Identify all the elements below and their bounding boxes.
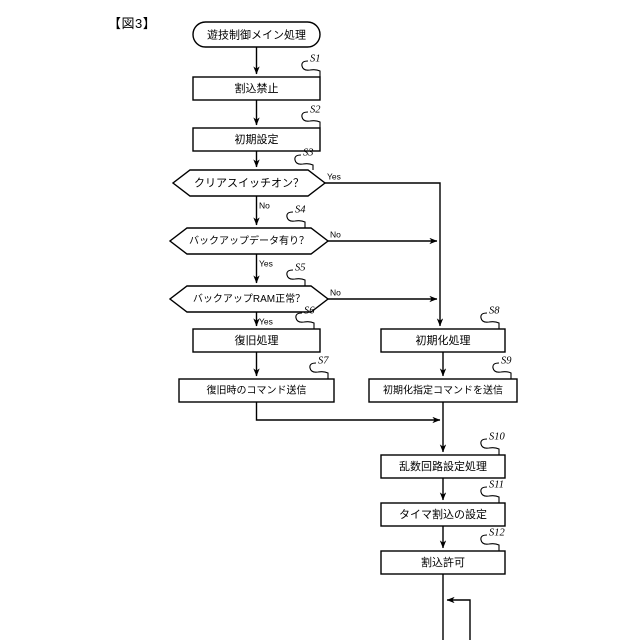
start-terminal-label: 遊技制御メイン処理	[207, 27, 306, 41]
s12-step-number: S12	[489, 527, 506, 538]
s9-leader-line	[492, 362, 512, 379]
figure-number-label: 【図3】	[108, 16, 157, 31]
s10-step-number: S10	[489, 431, 506, 442]
node-s11: タイマ割込の設定	[380, 502, 506, 527]
s3-no-edge-label: No	[259, 200, 270, 210]
s11-leader-line	[480, 486, 500, 503]
s9-step-number: S9	[501, 355, 512, 366]
connector-loop-back	[446, 596, 471, 640]
node-s4: バックアップデータ有り？	[168, 227, 330, 255]
s3-label: クリアスイッチオン？	[194, 176, 304, 189]
node-s6: 復旧処理	[192, 328, 321, 353]
s11-step-number: S11	[489, 479, 504, 490]
s4-label: バックアップデータ有り？	[189, 234, 309, 247]
s7-leader-line	[309, 362, 329, 379]
s3-decision-shape	[171, 169, 327, 197]
s10-leader-line	[480, 438, 500, 455]
s4-yes-edge-label: Yes	[259, 258, 273, 268]
s9-label: 初期化指定コマンドを送信	[383, 384, 503, 397]
s8-leader-line	[480, 312, 500, 329]
s5-decision-shape	[168, 285, 330, 313]
node-s1: 割込禁止	[192, 76, 321, 101]
node-s9: 初期化指定コマンドを送信	[368, 378, 518, 403]
s7-step-number: S7	[318, 355, 329, 366]
s5-step-number: S5	[295, 262, 306, 273]
node-s8: 初期化処理	[380, 328, 506, 353]
s4-decision-shape	[168, 227, 330, 255]
s10-label: 乱数回路設定処理	[399, 459, 487, 473]
s4-no-edge-label: No	[330, 229, 341, 239]
s6-leader-line	[295, 312, 315, 329]
node-start: 遊技制御メイン処理	[192, 21, 321, 48]
s4-step-number: S4	[295, 204, 306, 215]
s11-label: タイマ割込の設定	[399, 507, 487, 521]
s12-label: 割込許可	[421, 555, 465, 569]
s7-label: 復旧時のコマンド送信	[207, 384, 307, 397]
s8-step-number: S8	[489, 305, 500, 316]
s2-leader-line	[301, 111, 321, 128]
s3-step-number: S3	[303, 147, 314, 158]
s2-step-number: S2	[310, 104, 321, 115]
s3-leader-line	[294, 154, 314, 170]
s5-no-edge-label: No	[330, 287, 341, 297]
node-s5: バックアップRAM正常？	[168, 285, 330, 313]
connector-s7-to-main-trunk	[255, 402, 441, 424]
s4-leader-line	[286, 211, 306, 228]
s5-leader-line	[286, 269, 306, 286]
s1-step-number: S1	[310, 53, 321, 64]
s6-label: 復旧処理	[235, 334, 279, 347]
connector-s3-yes-to-trunk	[325, 182, 444, 327]
s12-leader-line	[480, 534, 500, 551]
s2-label: 初期設定	[235, 132, 279, 146]
node-s10: 乱数回路設定処理	[380, 454, 506, 479]
s5-label: バックアップRAM正常？	[193, 292, 305, 305]
s6-step-number: S6	[304, 305, 315, 316]
s8-label: 初期化処理	[416, 333, 471, 347]
node-s3: クリアスイッチオン？	[171, 169, 327, 197]
s5-yes-edge-label: Yes	[259, 316, 273, 326]
s1-label: 割込禁止	[235, 81, 279, 95]
node-s7: 復旧時のコマンド送信	[178, 378, 335, 403]
s3-yes-edge-label: Yes	[327, 171, 341, 181]
node-s12: 割込許可	[380, 550, 506, 575]
s1-leader-line	[301, 60, 321, 77]
node-s2: 初期設定	[192, 127, 321, 152]
